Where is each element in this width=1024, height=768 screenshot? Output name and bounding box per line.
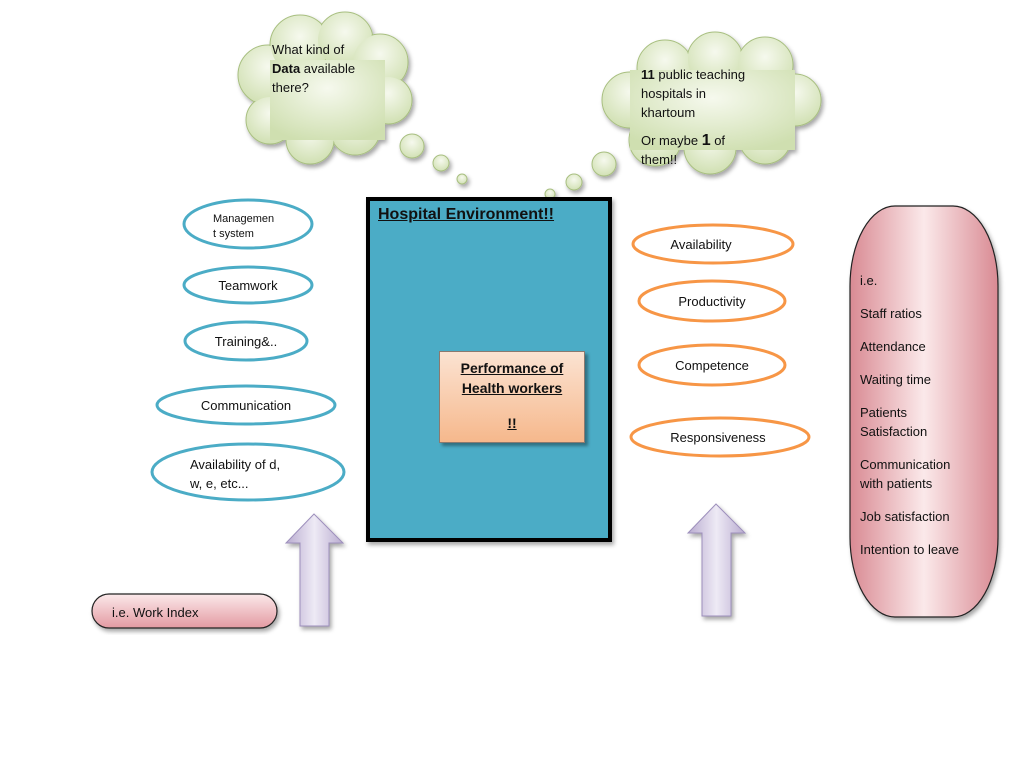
indicator-item: Staff ratios — [860, 306, 922, 321]
indicator-item: Job satisfaction — [860, 509, 950, 524]
thought-cloud-right — [544, 31, 822, 200]
indicator-item: Waiting time — [860, 372, 932, 387]
arrow-up-right — [686, 503, 747, 617]
work-index-pill — [91, 593, 278, 629]
oval-availability — [631, 223, 795, 265]
label-management-line2: t system — [213, 228, 254, 240]
cloud-right-line4-num: 1 — [701, 132, 711, 149]
label-responsiveness: Responsiveness — [670, 429, 766, 445]
cloud-left-line3: there? — [272, 80, 309, 95]
indicators-list: i.e. Staff ratios Attendance Waiting tim… — [860, 271, 990, 573]
oval-competence — [637, 343, 787, 387]
thought-cloud-left — [237, 11, 468, 185]
cloud-right-line3: khartoum — [641, 105, 696, 120]
cloud-right-num: 11 — [641, 67, 655, 82]
oval-teamwork — [182, 265, 314, 305]
label-avail-line2: w, e, etc... — [190, 476, 249, 491]
performance-box: Performance of Health workers !! — [439, 351, 585, 443]
cloud-left-text: What kind of Data available there? — [272, 40, 355, 97]
cloud-right-line1: public teaching — [654, 67, 746, 82]
indicator-item: Attendance — [860, 339, 926, 354]
cloud-right-line5: them!! — [641, 152, 678, 167]
label-management-system: Managemen t system — [213, 212, 274, 242]
cloud-right-line4-post: of — [710, 133, 726, 148]
cloud-right-text: 11 public teaching hospitals in khartoum… — [641, 65, 745, 169]
indicator-item: Communication with patients — [860, 457, 951, 491]
cloud-left-line1: What kind of — [272, 42, 345, 57]
oval-responsiveness — [629, 416, 811, 458]
label-avail-line1: Availability of d, — [190, 457, 281, 472]
cloud-left-bold: Data — [272, 61, 301, 76]
oval-management-system — [182, 198, 314, 250]
label-competence: Competence — [675, 357, 749, 373]
label-availability-dwe: Availability of d, w, e, etc... — [190, 455, 280, 493]
cloud-left-rest: available — [300, 61, 356, 76]
label-communication: Communication — [200, 397, 292, 413]
label-productivity: Productivity — [678, 293, 746, 309]
label-management-line1: Managemen — [213, 213, 275, 225]
performance-line3: !! — [507, 415, 517, 431]
indicator-item: Intention to leave — [860, 542, 960, 557]
oval-communication — [155, 384, 337, 426]
performance-line1: Performance of — [460, 360, 564, 376]
indicators-pill — [849, 205, 999, 618]
label-teamwork: Teamwork — [218, 277, 278, 293]
hospital-title: Hospital Environment!! — [378, 206, 555, 223]
oval-availability-dwe — [150, 442, 346, 502]
oval-training — [183, 320, 309, 362]
arrow-up-left — [284, 513, 345, 627]
oval-productivity — [637, 279, 787, 323]
indicator-ie: i.e. — [860, 273, 878, 288]
cloud-right-line4-pre: Or maybe — [641, 133, 702, 148]
label-training: Training&.. — [214, 333, 278, 349]
cloud-right-line2: hospitals in — [641, 86, 707, 101]
work-index-label: i.e. Work Index — [112, 605, 199, 620]
performance-line2: Health workers — [461, 380, 563, 396]
label-availability: Availability — [670, 236, 732, 252]
indicator-item: Patients Satisfaction — [860, 405, 928, 439]
